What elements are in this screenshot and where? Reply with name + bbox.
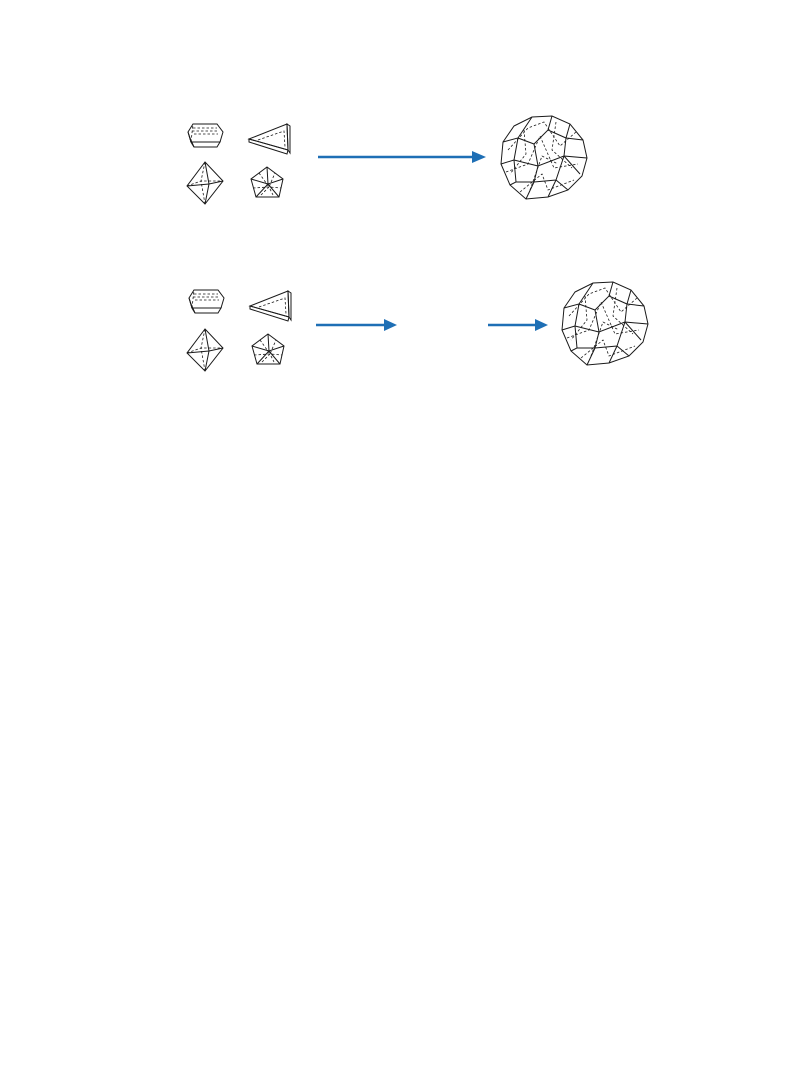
- octahedron-icon: [186, 161, 224, 205]
- row-2: [186, 281, 649, 372]
- triangular-plate-icon: [249, 290, 292, 322]
- octahedron-icon: [186, 328, 224, 372]
- arrow-1: [318, 151, 486, 163]
- polycrystalline-sphere-icon: [500, 115, 588, 200]
- row-1: [186, 115, 588, 205]
- hexagonal-plate-icon: [188, 289, 225, 314]
- seed-group-2: [186, 289, 292, 372]
- decahedron-icon: [250, 166, 284, 198]
- arrow-2b: [488, 319, 548, 331]
- polycrystalline-sphere-icon: [561, 281, 649, 366]
- seed-group-1: [186, 123, 291, 205]
- decahedron-icon: [251, 333, 285, 365]
- triangular-plate-icon: [248, 123, 291, 155]
- hexagonal-plate-icon: [187, 123, 224, 148]
- arrow-2a: [316, 319, 397, 331]
